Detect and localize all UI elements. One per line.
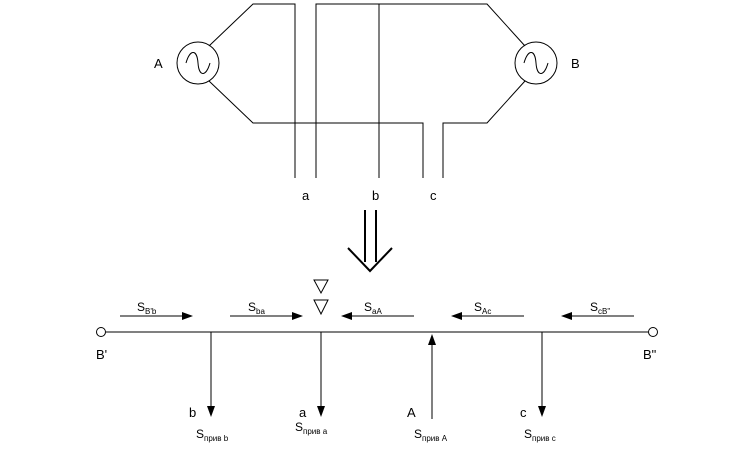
flow-label-aa: SaA [364,300,382,316]
end-node-left [96,327,106,337]
generator-b [514,41,558,85]
load-node-label-a: a [299,405,307,420]
flow-arrow-cb-double-prime [561,312,634,320]
load-arrow-b [207,332,215,417]
flow-label-ac: SAc [474,300,491,316]
end-left-label: B' [96,347,107,362]
load-node-label-b: b [189,405,196,420]
wire-b-to-node-a [315,3,526,178]
flow-arrow-aa [341,312,414,320]
load-label-c: Sприв c [524,427,556,443]
split-network: B' B" SB'b Sba SaA SAc ScB" [96,279,658,443]
generator-b-label: B [571,56,580,71]
load-node-label-c: c [520,405,527,420]
wire-a-to-node-a [208,3,296,178]
wire-b-to-node-c [442,80,526,178]
flow-label-b-prime-b: SB'b [137,300,157,316]
load-arrow-c [538,332,546,417]
split-point-marker [313,299,329,316]
load-arrow-a [317,332,325,417]
flow-label-ba: Sba [248,300,265,316]
node-b-label: b [372,188,379,203]
end-node-right [648,327,658,337]
load-label-a-capital: Sприв A [414,427,448,443]
load-node-label-a-capital: A [407,405,416,420]
node-c-label: c [430,188,437,203]
load-label-a: Sприв a [295,420,328,436]
end-right-label: B" [643,347,657,362]
load-label-b: Sприв b [196,427,229,443]
node-a-label: a [302,188,310,203]
generator-a [176,41,220,85]
transform-arrow [347,210,393,273]
generator-a-label: A [154,56,163,71]
injection-arrow-a-capital [428,334,436,419]
flow-label-cb-double-prime: ScB" [590,300,610,316]
flow-arrow-ba [230,312,303,320]
flow-arrow-ac [451,312,524,320]
wire-a-to-node-c [208,80,424,178]
split-point-marker [313,279,329,295]
flow-arrow-b-prime-b [120,312,193,320]
ring-network: A B a b c [154,3,580,203]
